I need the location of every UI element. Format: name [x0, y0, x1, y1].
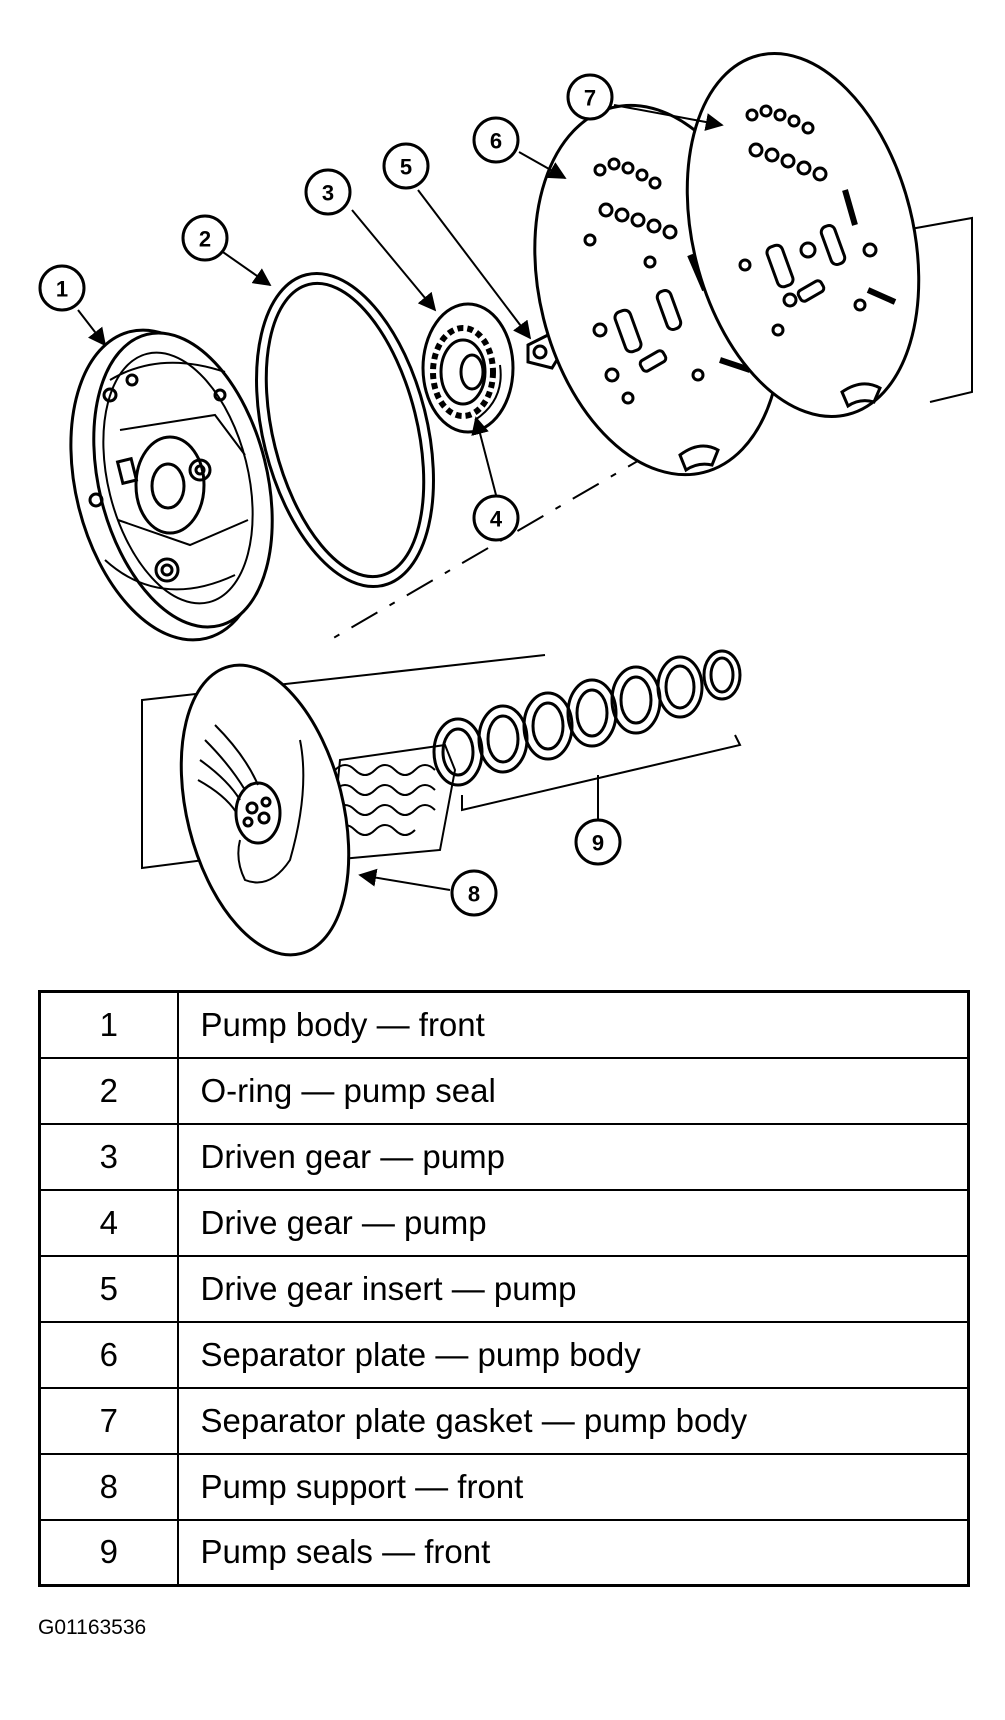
o-ring-pump-seal: [255, 271, 435, 589]
table-row: 3 Driven gear — pump: [38, 1122, 970, 1191]
callout-6: 6: [490, 129, 502, 154]
table-row: 5 Drive gear insert — pump: [38, 1254, 970, 1323]
callout-9: 9: [592, 831, 604, 856]
part-description: Drive gear — pump: [176, 1188, 970, 1257]
part-description: Pump support — front: [176, 1452, 970, 1521]
part-description: O-ring — pump seal: [176, 1056, 970, 1125]
callout-circle-2: [181, 214, 229, 262]
part-number: 7: [38, 1386, 179, 1455]
table-row: 1 Pump body — front: [38, 990, 970, 1059]
callout-circle-6: [472, 116, 520, 164]
part-number: 5: [38, 1254, 179, 1323]
leader-8: [358, 868, 451, 891]
callout-7: 7: [584, 86, 596, 111]
part-number: 1: [38, 990, 179, 1059]
leader-3: [351, 209, 437, 312]
callout-circle-4: [472, 494, 520, 542]
table-row: 2 O-ring — pump seal: [38, 1056, 970, 1125]
parts-legend-table: 1 Pump body — front 2 O-ring — pump seal…: [38, 990, 970, 1587]
table-row: 7 Separator plate gasket — pump body: [38, 1386, 970, 1455]
leader-5: [417, 189, 532, 340]
callout-1: 1: [56, 277, 68, 302]
part-number: 6: [38, 1320, 179, 1389]
part-number: 8: [38, 1452, 179, 1521]
callout-circle-8: [450, 869, 498, 917]
pump-seals-front: [432, 649, 742, 812]
table-row: 4 Drive gear — pump: [38, 1188, 970, 1257]
callout-circle-5: [382, 142, 430, 190]
part-description: Separator plate — pump body: [176, 1320, 970, 1389]
leader-6: [518, 151, 567, 179]
part-number: 2: [38, 1056, 179, 1125]
plane-outline-upper: [904, 216, 973, 403]
callout-8: 8: [468, 882, 480, 907]
table-row: 6 Separator plate — pump body: [38, 1320, 970, 1389]
figure-code: G01163536: [38, 1616, 147, 1639]
table-row: 8 Pump support — front: [38, 1452, 970, 1521]
callout-circle-9: [574, 818, 622, 866]
part-description: Separator plate gasket — pump body: [176, 1386, 970, 1455]
pump-body-front: [69, 328, 274, 642]
callout-3: 3: [322, 181, 334, 206]
separator-plate-gasket-pump-body: [685, 52, 921, 418]
callout-circle-7: [566, 73, 614, 121]
callout-4: 4: [490, 507, 503, 532]
exploded-view-diagram: 1 2 3 4 5 6 7 8 9: [38, 52, 973, 957]
table-row: 9 Pump seals — front: [38, 1518, 970, 1587]
callout-5: 5: [400, 155, 412, 180]
centerline: [329, 354, 821, 641]
part-number: 9: [38, 1518, 179, 1587]
part-description: Drive gear insert — pump: [176, 1254, 970, 1323]
callout-circle-3: [304, 168, 352, 216]
part-description: Pump seals — front: [176, 1518, 970, 1587]
part-number: 3: [38, 1122, 179, 1191]
callout-2: 2: [199, 227, 211, 252]
leader-7: [613, 104, 724, 131]
part-number: 4: [38, 1188, 179, 1257]
leader-1: [77, 309, 107, 347]
leader-4: [471, 416, 497, 496]
pump-support-front: [179, 663, 457, 957]
drive-gear-pump: [430, 325, 496, 419]
leader-2: [219, 249, 272, 287]
callout-circle-1: [38, 264, 86, 312]
part-description: Driven gear — pump: [176, 1122, 970, 1191]
seals-bracket: [461, 734, 742, 812]
part-description: Pump body — front: [176, 990, 970, 1059]
